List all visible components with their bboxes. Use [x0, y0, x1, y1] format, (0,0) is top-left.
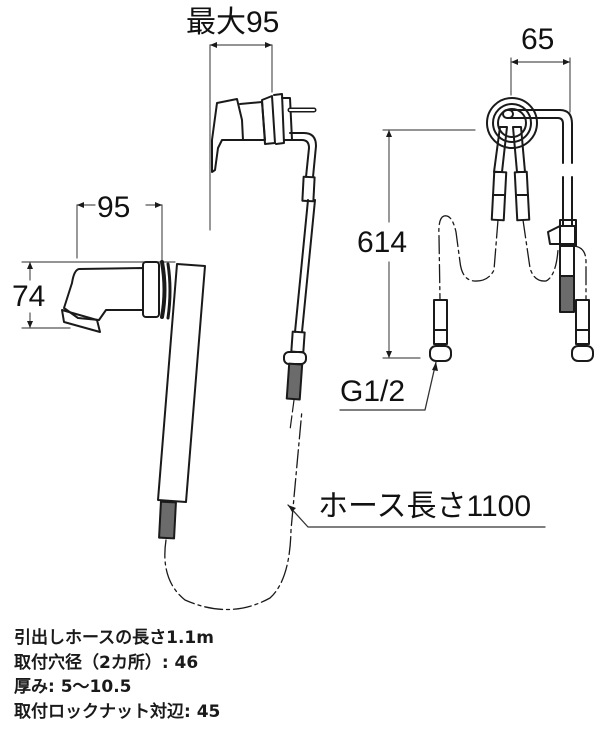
supply-assembly — [339, 57, 594, 411]
max-depth-label: 最大95 — [186, 6, 280, 39]
hose-length-label: ホース長さ1100 — [318, 490, 532, 523]
spec-item: 取付ロックナット対辺: 45 — [14, 701, 221, 722]
head-length-label: 95 — [97, 191, 131, 224]
spec-list: 引出しホースの長さ1.1m 取付穴径（2カ所）: 46 厚み: 5～10.5 取… — [14, 626, 220, 724]
faucet-body — [209, 42, 317, 431]
mount-spacing-label: 65 — [521, 23, 555, 56]
supply-length-label: 614 — [357, 226, 408, 259]
head-height-label: 74 — [12, 280, 46, 313]
spec-item: 引出しホースの長さ1.1m — [14, 628, 214, 648]
thread-size-label: G1/2 — [340, 375, 406, 408]
hose — [164, 409, 303, 611]
spec-item: 取付穴径（2カ所）: 46 — [14, 652, 199, 673]
shower-head — [21, 202, 206, 540]
spec-item: 厚み: 5～10.5 — [14, 677, 132, 697]
